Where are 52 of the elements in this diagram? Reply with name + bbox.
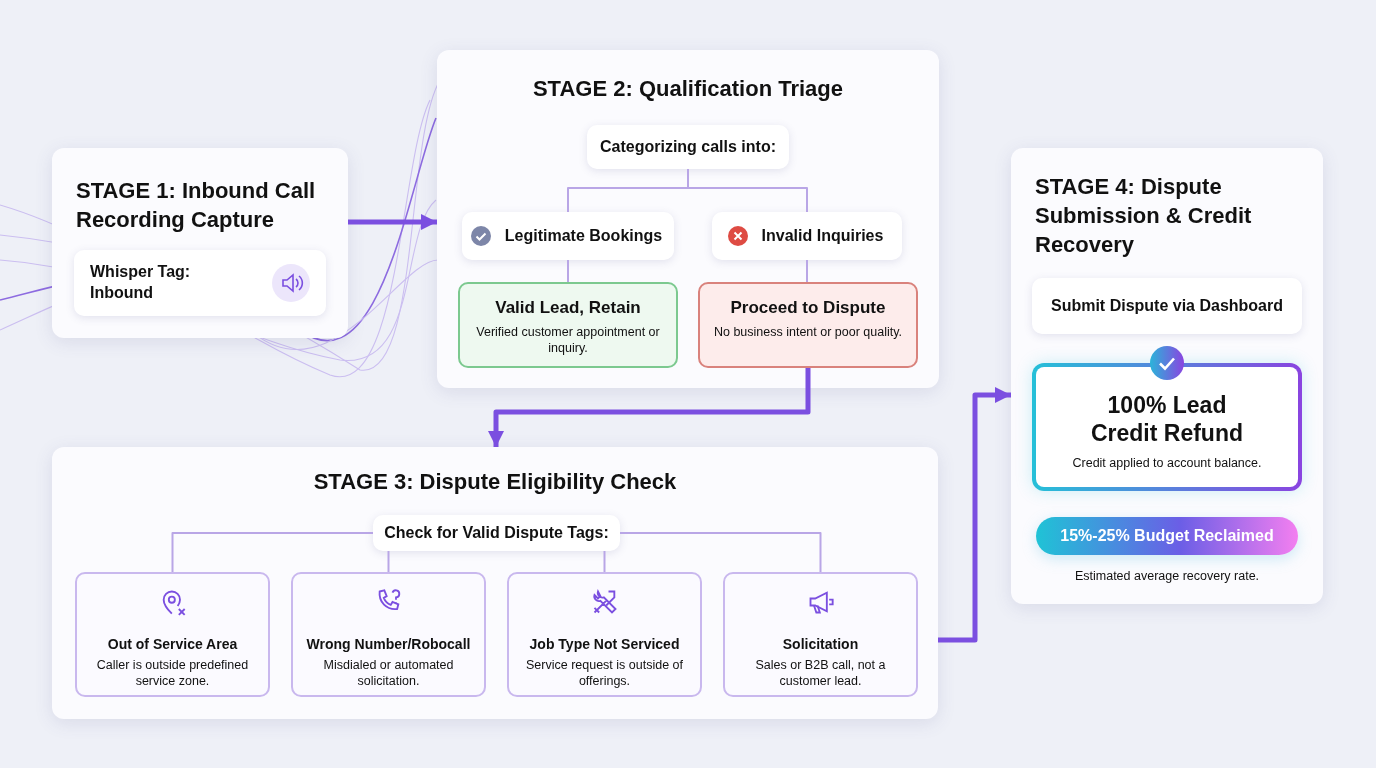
connector-line xyxy=(603,550,606,573)
tag-box xyxy=(74,250,326,316)
dispute-tag-card xyxy=(723,572,918,697)
description-text: Verified customer appointment or inquiry. xyxy=(475,324,661,357)
description-text: Service request is outside of offerings. xyxy=(525,657,684,690)
tag-text: Whisper Tag: Inbound xyxy=(90,262,192,303)
stage-title: STAGE 1: Inbound Call Recording Capture xyxy=(76,177,317,235)
dispute-tag-card xyxy=(291,572,486,697)
refund-title: 100% Lead Credit Refund xyxy=(1089,391,1245,448)
chip-text: Submit Dispute via Dashboard xyxy=(1049,297,1284,315)
description-text: Credit applied to account balance. xyxy=(1072,455,1262,472)
card-title: Job Type Not Serviced xyxy=(529,636,680,652)
card-title: Out of Service Area xyxy=(107,636,238,652)
pill-text: 15%-25% Budget Reclaimed xyxy=(1060,527,1274,545)
chip-text: Categorizing calls into: xyxy=(599,138,777,156)
stage-panel xyxy=(437,50,939,388)
card-title: Solicitation xyxy=(782,636,859,652)
connector-line xyxy=(567,259,569,283)
description-text: Sales or B2B call, not a customer lead. xyxy=(754,657,887,690)
arrow xyxy=(488,368,811,447)
description-text: Caller is outside predefined service zone. xyxy=(95,657,250,690)
dispute-tag-card xyxy=(507,572,702,697)
stage-panel xyxy=(1011,148,1323,604)
outcome-box xyxy=(458,282,678,368)
outcome-title: Valid Lead, Retain xyxy=(495,298,641,318)
tag-chip xyxy=(373,515,620,551)
stage-panel xyxy=(52,447,938,719)
connector-line xyxy=(806,259,808,283)
stage-title: STAGE 4: Dispute Submission & Credit Recovery xyxy=(1035,173,1253,260)
description-text: No business intent or poor quality. xyxy=(713,324,903,341)
arrow xyxy=(348,214,437,230)
result-pill xyxy=(1036,517,1298,555)
stage-panel xyxy=(52,148,348,338)
category-chip xyxy=(712,212,902,260)
chip-text: Check for Valid Dispute Tags: xyxy=(383,524,610,542)
connector-line xyxy=(171,532,374,573)
note-text: Estimated average recovery rate. xyxy=(1073,569,1261,583)
connector-line xyxy=(619,532,822,573)
chip-text: Invalid Inquiries xyxy=(760,227,885,245)
stage-title: STAGE 3: Dispute Eligibility Check xyxy=(312,468,678,496)
connector-line xyxy=(387,550,390,573)
connector-line xyxy=(687,168,808,213)
stage-title: STAGE 2: Qualification Triage xyxy=(531,75,845,103)
description-text: Misdialed or automated solicitation. xyxy=(322,657,455,690)
card-title: Wrong Number/Robocall xyxy=(306,636,471,652)
category-chip xyxy=(587,125,789,169)
category-chip xyxy=(462,212,674,260)
arrow xyxy=(938,387,1011,643)
outcome-title: Proceed to Dispute xyxy=(730,298,886,318)
outcome-box xyxy=(698,282,918,368)
dispute-tag-card xyxy=(75,572,270,697)
chip-text: Legitimate Bookings xyxy=(503,227,664,245)
